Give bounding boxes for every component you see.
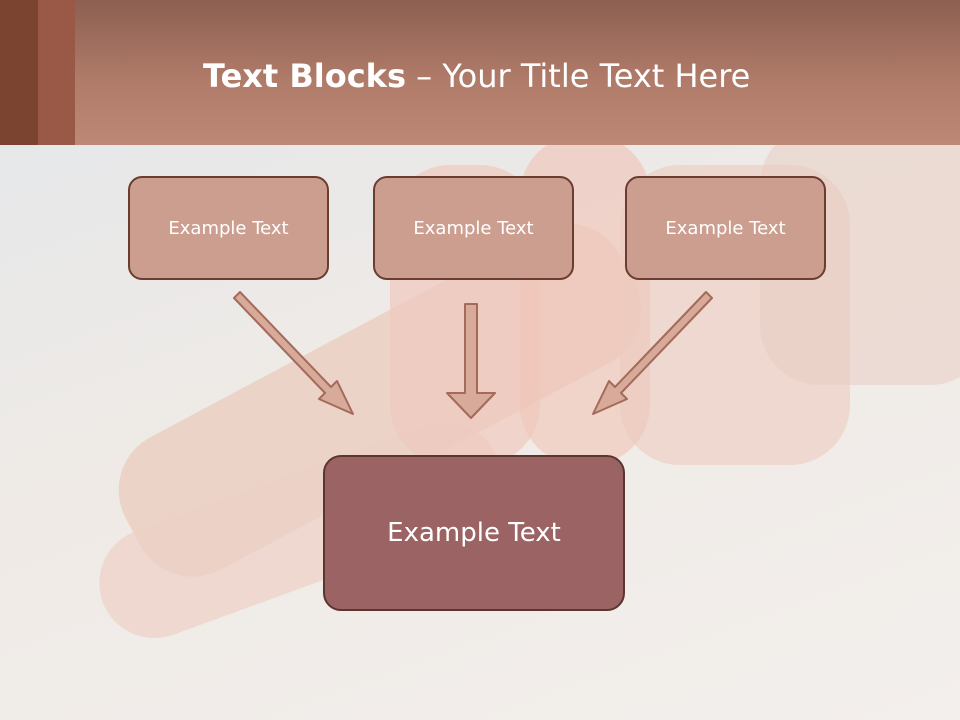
accent-stripe-light [38,0,75,145]
title-bold: Text Blocks [203,57,406,95]
text-block-top-right: Example Text [625,176,826,280]
text-block-label: Example Text [665,217,786,239]
text-block-label: Example Text [168,217,289,239]
text-block-top-center: Example Text [373,176,574,280]
slide-title: Text Blocks – Your Title Text Here [203,56,750,96]
accent-stripe-dark [0,0,38,145]
title-dash: – [406,57,443,95]
arrow-down-left [592,291,713,415]
arrow-down [446,303,496,419]
text-block-label: Example Text [413,217,534,239]
text-block-top-left: Example Text [128,176,329,280]
text-block-label: Example Text [387,518,561,548]
arrow-down-right [233,291,354,415]
title-rest: Your Title Text Here [442,57,751,95]
text-block-bottom: Example Text [323,455,625,611]
title-bar: Text Blocks – Your Title Text Here [0,0,960,145]
